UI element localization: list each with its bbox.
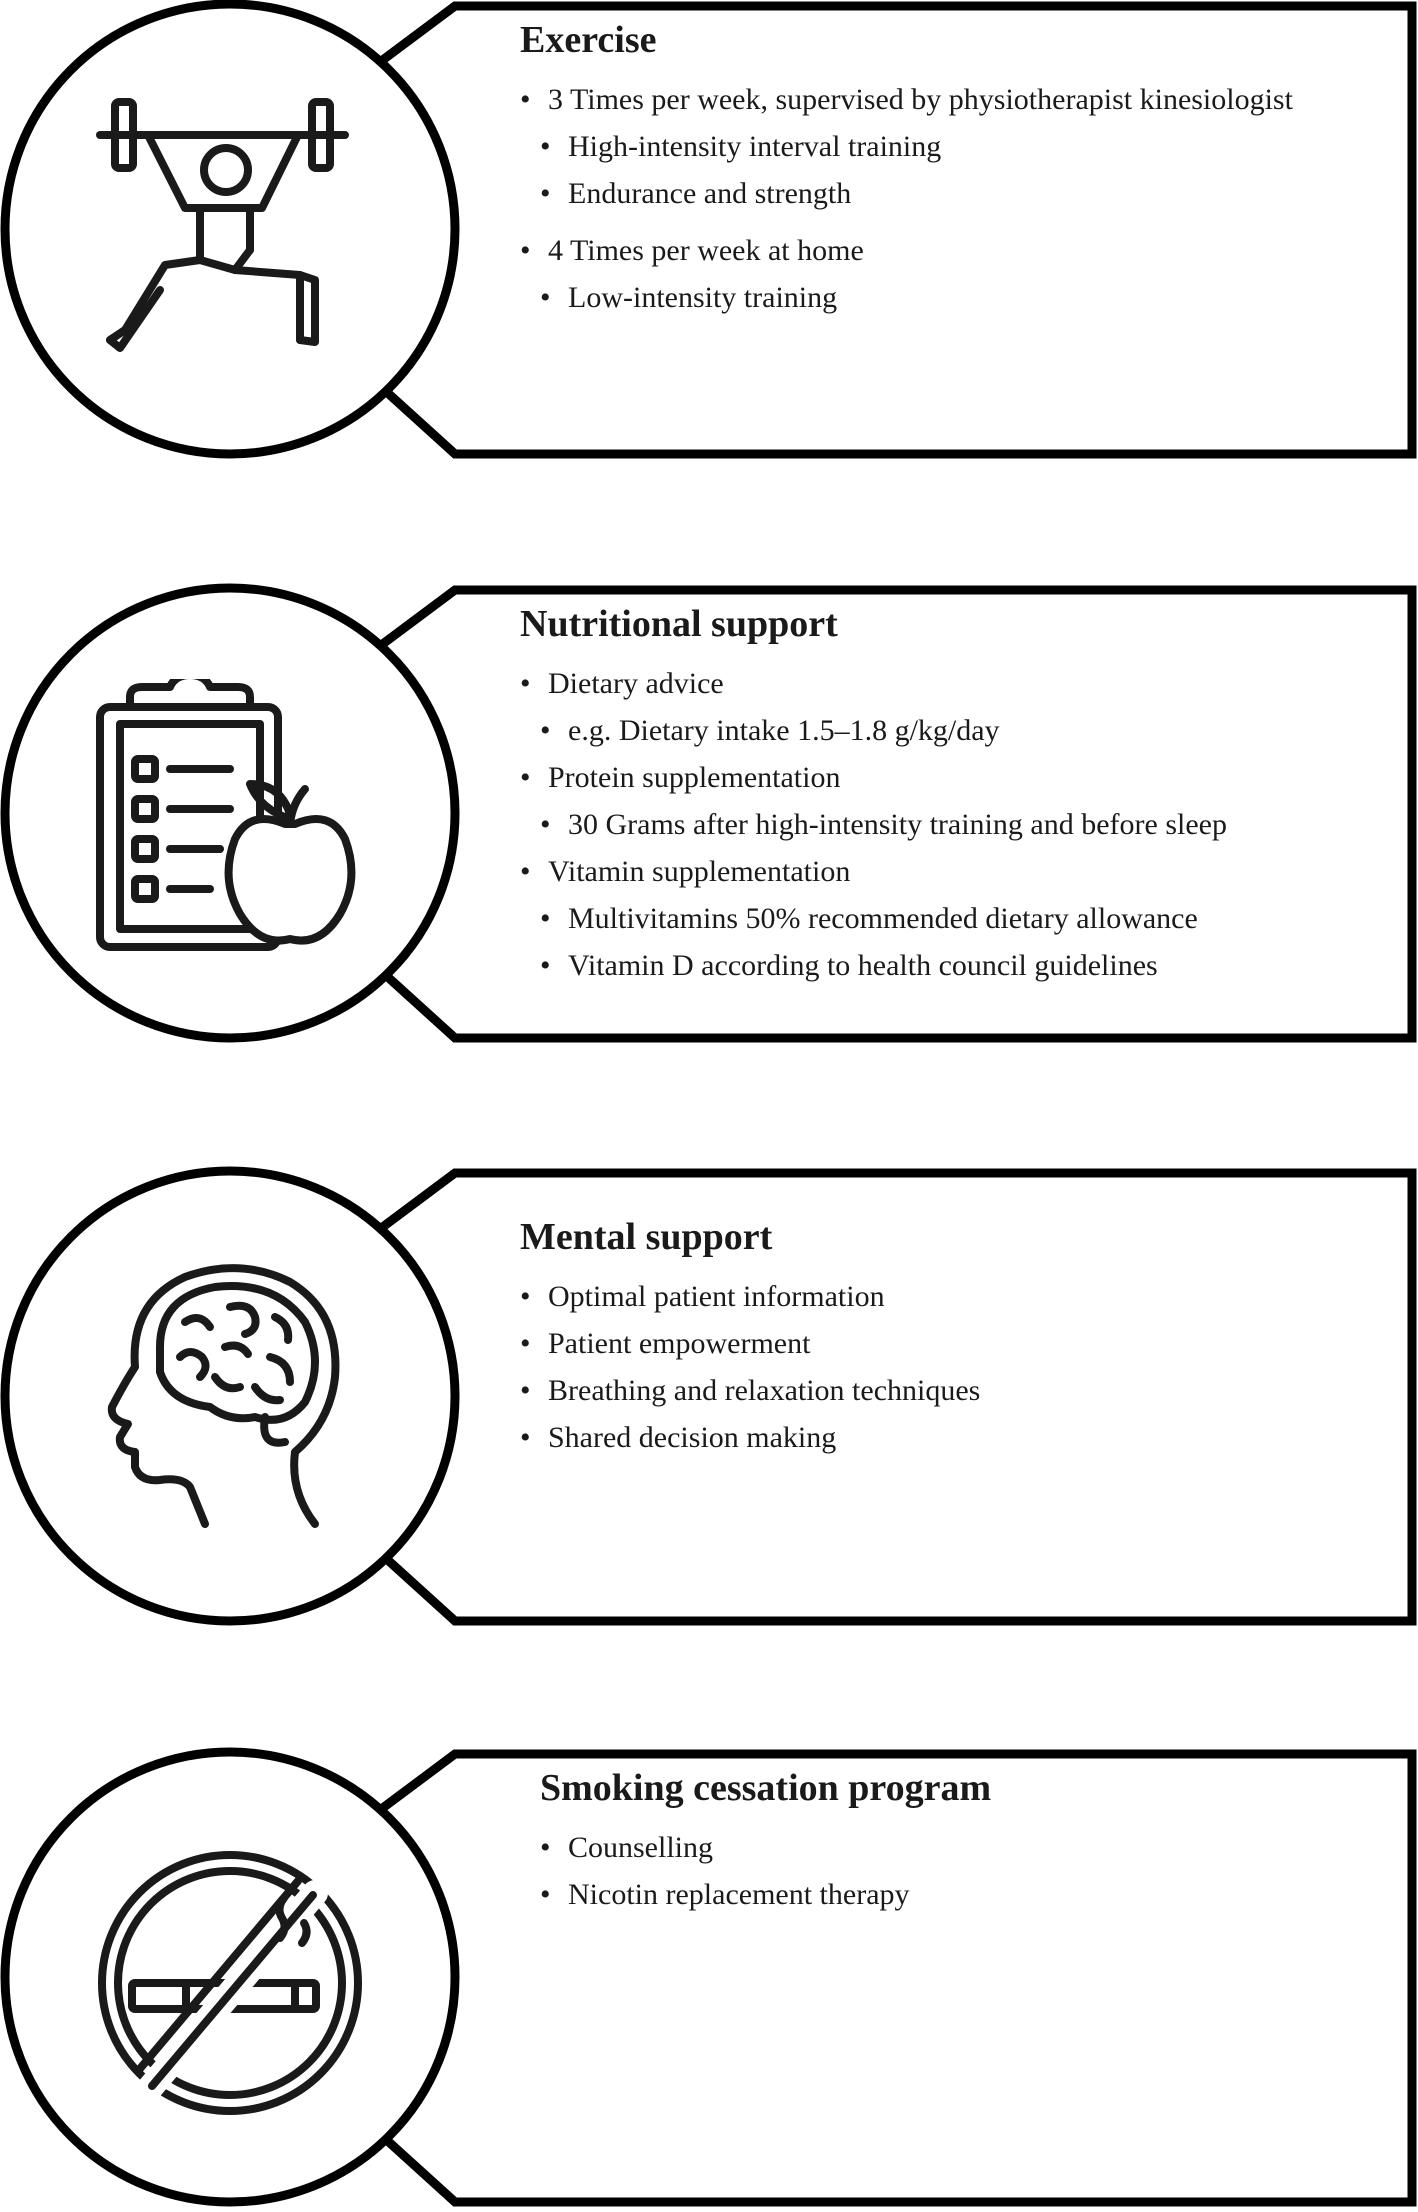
list-item: Optimal patient information bbox=[520, 1273, 1390, 1320]
panel-content: Smoking cessation program Counselling Ni… bbox=[540, 1762, 1410, 1918]
list-item: 4 Times per week at home bbox=[520, 227, 1390, 274]
weightlifter-icon bbox=[96, 98, 349, 352]
list-item: Breathing and relaxation techniques bbox=[520, 1367, 1390, 1414]
panel-smoking-cessation: Smoking cessation program Counselling Ni… bbox=[0, 1747, 1418, 2208]
list-item: Counselling bbox=[540, 1824, 1410, 1871]
list-item: Nicotin replacement therapy bbox=[540, 1871, 1410, 1918]
panel-title: Mental support bbox=[520, 1216, 773, 1258]
list-item: Endurance and strength bbox=[540, 170, 1390, 217]
list-item: Patient empowerment bbox=[520, 1320, 1390, 1367]
panel-title: Exercise bbox=[520, 19, 657, 61]
panel-exercise: Exercise 3 Times per week, supervised by… bbox=[0, 0, 1418, 460]
clipboard-apple-icon bbox=[96, 679, 356, 951]
panel-nutritional-support: Nutritional support Dietary advice e.g. … bbox=[0, 583, 1418, 1044]
panel-title: Smoking cessation program bbox=[540, 1767, 992, 1809]
bullet-list: Counselling Nicotin replacement therapy bbox=[540, 1824, 1410, 1918]
list-item: Vitamin supplementation bbox=[520, 848, 1390, 895]
head-brain-icon bbox=[107, 1264, 340, 1528]
list-item: 3 Times per week, supervised by physioth… bbox=[520, 76, 1390, 123]
bullet-list: Dietary advice e.g. Dietary intake 1.5–1… bbox=[520, 660, 1390, 989]
panel-mental-support: Mental support Optimal patient informati… bbox=[0, 1166, 1418, 1627]
no-smoking-icon bbox=[98, 1851, 362, 2115]
list-item: Low-intensity training bbox=[540, 274, 1390, 321]
panel-content: Nutritional support Dietary advice e.g. … bbox=[520, 598, 1390, 989]
list-item: e.g. Dietary intake 1.5–1.8 g/kg/day bbox=[540, 707, 1390, 754]
bullet-list: 3 Times per week, supervised by physioth… bbox=[520, 76, 1390, 321]
list-item: Dietary advice bbox=[520, 660, 1390, 707]
list-item: Protein supplementation bbox=[520, 754, 1390, 801]
panel-content: Exercise 3 Times per week, supervised by… bbox=[520, 14, 1390, 321]
list-item: High-intensity interval training bbox=[540, 123, 1390, 170]
list-item: 30 Grams after high-intensity training a… bbox=[540, 801, 1390, 848]
panel-content: Mental support Optimal patient informati… bbox=[520, 1181, 1390, 1461]
bullet-list: Optimal patient information Patient empo… bbox=[520, 1273, 1390, 1461]
list-item: Vitamin D according to health council gu… bbox=[540, 942, 1390, 989]
list-item: Multivitamins 50% recommended dietary al… bbox=[540, 895, 1390, 942]
list-item: Shared decision making bbox=[520, 1414, 1390, 1461]
panel-title: Nutritional support bbox=[520, 603, 838, 645]
